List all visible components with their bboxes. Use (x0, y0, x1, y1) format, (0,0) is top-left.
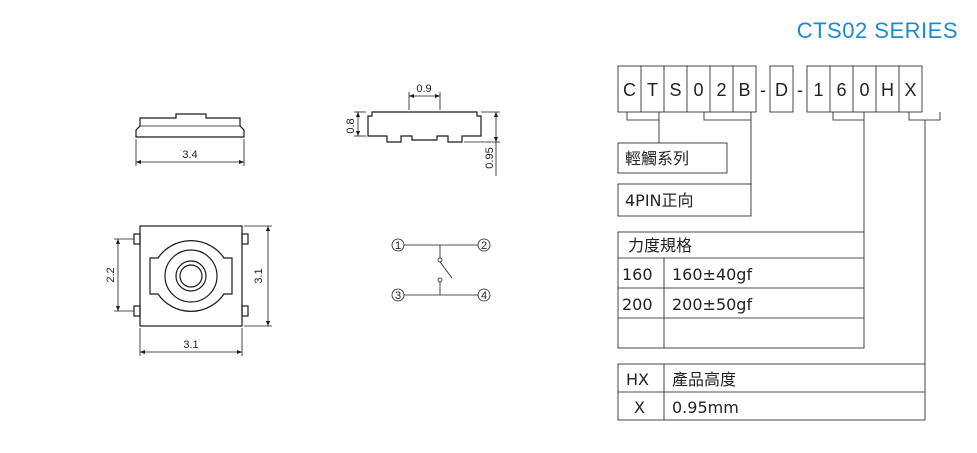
dim-top-width: 3.1 (183, 339, 198, 351)
part-number-char: X (904, 80, 916, 100)
part-number-char: - (797, 80, 803, 100)
height-code-x: X (634, 398, 645, 417)
circuit-schematic: 1 2 3 4 (391, 238, 491, 302)
dim-side-width: 3.4 (182, 149, 197, 161)
part-number-frame (769, 65, 794, 113)
side-view: 3.4 (135, 113, 245, 166)
height-code-header: HX (626, 370, 649, 389)
legend: 輕觸系列 4PIN正向 力度規格 160 160±40gf 200 200±50… (617, 112, 941, 421)
pin-label: 4PIN正向 (625, 191, 694, 210)
part-number-char: 0 (859, 80, 869, 100)
part-number-char: 0 (693, 80, 703, 100)
part-number-char: 1 (813, 80, 823, 100)
part-number-char: 6 (836, 80, 846, 100)
dim-body-height: 0.8 (345, 118, 357, 133)
pin-3: 3 (395, 290, 401, 302)
height-value-x: 0.95mm (672, 398, 739, 417)
force-code-160: 160 (622, 265, 653, 284)
profile-view: 0.9 0.8 0.95 (345, 83, 500, 176)
dim-total-height: 0.95 (484, 147, 496, 168)
force-header: 力度規格 (628, 236, 692, 255)
pin-2: 2 (481, 240, 487, 252)
part-number-char: S (669, 80, 681, 100)
height-header: 產品高度 (672, 370, 736, 389)
part-number-char: - (760, 80, 766, 100)
part-number-char: 2 (716, 80, 726, 100)
part-number-char: C (623, 80, 636, 100)
part-number-char: D (775, 80, 788, 100)
pin-1: 1 (395, 240, 401, 252)
part-number-char: B (738, 80, 750, 100)
series-title: CTS02 SERIES (796, 18, 958, 43)
part-number-char: H (881, 80, 894, 100)
pin-4: 4 (481, 290, 487, 302)
part-number-frame (806, 65, 923, 113)
dim-actuator-width: 0.9 (416, 83, 431, 95)
dim-pin-pitch: 2.2 (105, 267, 117, 282)
force-code-200: 200 (622, 295, 653, 314)
part-number-frame (617, 65, 757, 113)
top-view: 3.1 3.1 2.2 (105, 225, 272, 356)
force-value-160: 160±40gf (672, 265, 752, 284)
force-value-200: 200±50gf (672, 295, 752, 314)
series-label: 輕觸系列 (625, 149, 689, 168)
dim-top-height: 3.1 (253, 268, 265, 283)
part-number-char: T (647, 80, 658, 100)
